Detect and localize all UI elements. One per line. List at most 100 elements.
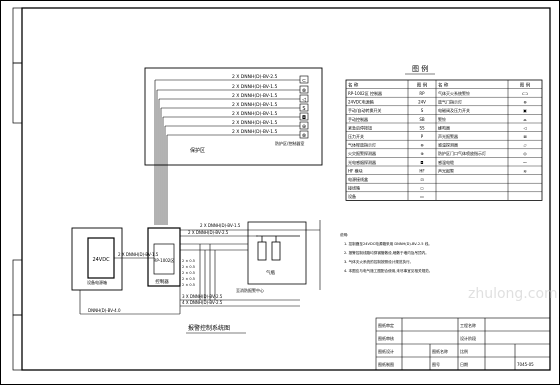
legend-symbol: ⊡ bbox=[420, 177, 423, 182]
legend-name: 手动控制器 bbox=[348, 116, 368, 122]
controller-caption: 控制器 bbox=[155, 278, 169, 285]
legend-title: 图 例 bbox=[412, 64, 428, 73]
svg-text:⊕: ⊕ bbox=[302, 124, 306, 130]
svg-text:◁: ◁ bbox=[302, 97, 306, 103]
svg-text:◘: ◘ bbox=[302, 115, 306, 121]
cable-label: 2 X DNNH(D)-BV-1.5 bbox=[232, 120, 278, 126]
legend-name: 蜂鸣器 bbox=[438, 124, 450, 130]
legend-name: 感温电缆 bbox=[438, 159, 454, 165]
legend-name: 24VDC电源箱 bbox=[348, 99, 374, 105]
tb-no-label: 图号 bbox=[432, 361, 440, 367]
tb-cell: 设计阶段 bbox=[460, 335, 476, 341]
note-line: 3. 气体灭火系统的控制按照设计规范执行。 bbox=[344, 259, 413, 264]
release-lamp-icon bbox=[299, 130, 309, 139]
svg-text:2 × 0.5: 2 × 0.5 bbox=[182, 259, 195, 263]
cable-label: 3 X DNNH(D)-BV-2.5 bbox=[182, 294, 223, 299]
legend-header: 名 称 bbox=[438, 81, 449, 88]
legend-symbol: P bbox=[421, 134, 424, 139]
legend-symbol: ⊗ bbox=[420, 143, 423, 148]
svg-text:⊗: ⊗ bbox=[302, 133, 306, 139]
legend-header: 图 例 bbox=[520, 81, 531, 88]
svg-text:2 × 0.5: 2 × 0.5 bbox=[182, 283, 195, 287]
power-enclosure bbox=[71, 227, 123, 291]
cable-runs-right bbox=[180, 220, 321, 307]
legend-name: 电源接线盒 bbox=[348, 176, 368, 182]
protect-zone-box bbox=[144, 67, 323, 166]
notes-heading: 说明: bbox=[340, 232, 348, 237]
legend-header: 图 例 bbox=[417, 81, 428, 88]
legend-symbol: S bbox=[421, 108, 424, 113]
cable-label: 2 X DNNH(D)-BV-1.5 bbox=[232, 129, 278, 135]
legend-symbol: ⊂⊃ bbox=[522, 91, 529, 96]
legend-symbol: ⌓ bbox=[523, 117, 527, 122]
fire-center-label: 至消防报警中心 bbox=[236, 287, 264, 293]
legend-symbol: ▭ bbox=[420, 194, 424, 199]
tb-drawing-no: 7045-05 bbox=[517, 362, 534, 367]
legend-symbol: ▱ bbox=[523, 143, 527, 148]
legend-symbol: ⊠ bbox=[523, 134, 526, 139]
legend-symbol: ◁ bbox=[522, 125, 526, 130]
svg-text:⊂: ⊂ bbox=[302, 78, 306, 84]
watermark: zhulong.com bbox=[468, 286, 558, 302]
legend-symbol: HF bbox=[419, 168, 425, 173]
legend-symbol: 24V bbox=[418, 100, 426, 105]
legend-name: 防护区门口气体喷放指示灯 bbox=[438, 150, 486, 156]
tb-approve: 图纸审定 bbox=[378, 322, 394, 328]
legend-name: 声光报警 bbox=[438, 167, 454, 173]
controller-model: RP-1002区 bbox=[154, 258, 175, 263]
cable-label: 2 X DNNH(D)-BV-1.5 bbox=[232, 102, 278, 108]
tb-name-label: 图纸名称 bbox=[432, 348, 448, 354]
heat-detector-icon bbox=[299, 121, 309, 130]
legend-symbol: ≋ bbox=[523, 168, 526, 173]
cable-label: 2 X DNNH(D)-BV-2.5 bbox=[232, 74, 278, 80]
cable-label: 2 X DNNH(D)-BV-1.5 bbox=[200, 223, 241, 228]
tb-cell: 工程名称 bbox=[460, 322, 476, 328]
legend-name: RP-1002区 控制器 bbox=[348, 90, 382, 96]
cable-label: 2 X DNNH(D)-BV-1.5 bbox=[232, 84, 278, 90]
bell-icon bbox=[299, 75, 309, 84]
legend-name: 气体灭火系统警铃 bbox=[438, 90, 470, 96]
tb-cell: 日期 bbox=[460, 361, 468, 367]
svg-text:S: S bbox=[302, 106, 305, 112]
tb-draw: 图纸制图 bbox=[378, 361, 394, 367]
buzzer-icon bbox=[299, 94, 309, 103]
terminal-labels: 2 × 0.5 2 × 0.5 2 × 0.5 2 × 0.5 2 × 0.5 bbox=[182, 259, 195, 287]
legend-name: 电磁阀及压力开关 bbox=[438, 107, 470, 113]
legend-symbol: 〜 bbox=[523, 160, 527, 165]
cylinder-symbols bbox=[256, 235, 300, 261]
legend-name: 感温探测器 bbox=[438, 142, 458, 148]
inner-border bbox=[21, 7, 551, 371]
legend-symbol: SS bbox=[419, 125, 425, 130]
cable-label: 2 X DNNH(D)-BV-1.5 bbox=[232, 93, 278, 99]
cable-label: 4 X DNNH(D)-BV-2.5 bbox=[182, 300, 223, 305]
svg-text:2 × 0.5: 2 × 0.5 bbox=[182, 271, 195, 275]
controller-panel bbox=[153, 243, 175, 275]
legend-name: 设备 bbox=[348, 193, 356, 199]
power-box-text: 24VDC bbox=[92, 257, 110, 263]
power-box-caption: 设备电源箱 bbox=[87, 279, 107, 285]
svg-text:2 × 0.5: 2 × 0.5 bbox=[182, 277, 195, 281]
legend-symbol: RP bbox=[419, 91, 425, 96]
legend-symbol: ▭ bbox=[420, 186, 424, 191]
legend-name: 压力开关 bbox=[348, 133, 364, 139]
legend-name: HF 模块 bbox=[348, 167, 363, 173]
legend-name: 气体释放指示灯 bbox=[348, 142, 376, 148]
drawing-title: 报警控制系统图 bbox=[188, 324, 230, 332]
legend-symbol: ◘ bbox=[420, 160, 423, 165]
lamp-icon bbox=[299, 85, 309, 94]
svg-text:2 × 0.5: 2 × 0.5 bbox=[182, 265, 195, 269]
protect-zone-label: 保护区 bbox=[190, 147, 205, 154]
cylinder-label: 气瓶 bbox=[266, 269, 275, 276]
legend-name: 声光报警器 bbox=[438, 133, 458, 139]
legend-name: 警铃 bbox=[438, 116, 446, 122]
smoke-detector-icon bbox=[299, 112, 309, 121]
protect-zone-note: 防护区/控制器室 bbox=[275, 140, 304, 146]
controller-box bbox=[147, 227, 181, 287]
tb-cell: 比例 bbox=[460, 348, 468, 354]
legend-name: 光电感烟探测器 bbox=[348, 159, 376, 165]
zone-device-symbols bbox=[299, 75, 309, 139]
cable-labels-top: 2 X DNNH(D)-BV-2.5 2 X DNNH(D)-BV-1.5 2 … bbox=[232, 74, 278, 135]
